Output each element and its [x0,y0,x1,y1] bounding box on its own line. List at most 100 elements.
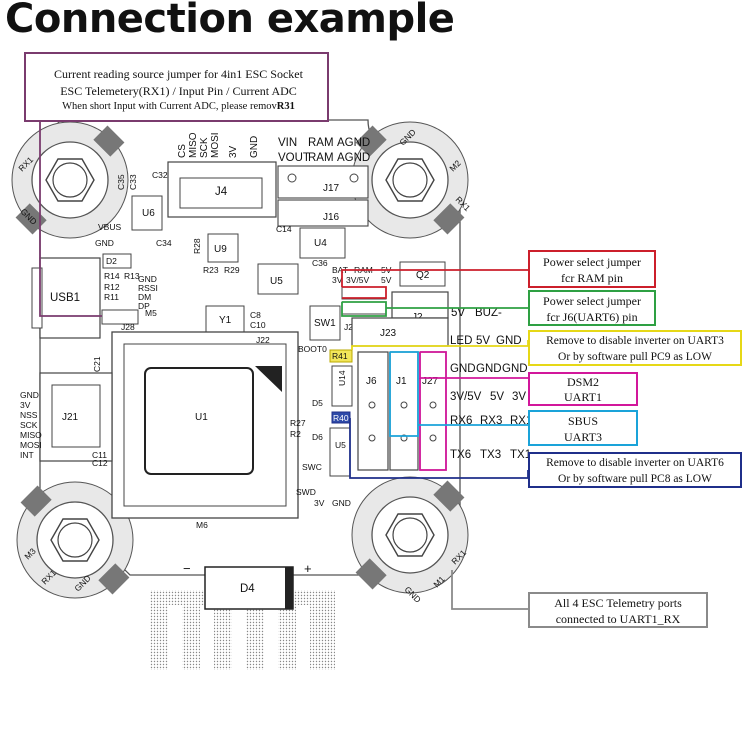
silkscreen-label: GND [95,238,114,248]
silkscreen-label: Q2 [416,270,430,281]
j4-pin-label: SCK [199,137,210,158]
callout-j6-power: Power select jumper fcr J6(UART6) pin [528,290,656,326]
silkscreen-label: + [304,561,312,576]
silkscreen-label: 3V [314,498,325,508]
silkscreen-label: INT [20,450,34,460]
silkscreen-label: U5 [335,440,346,450]
silkscreen-label: R27 [290,418,306,428]
silkscreen-label: C36 [312,258,328,268]
silkscreen-label: BOOT0 [298,344,327,354]
silkscreen-label: 3V [20,400,31,410]
mcu-u1: U1 J22 [111,331,299,519]
silkscreen-label: C32 [152,170,168,180]
silkscreen-label: 5V [451,307,465,319]
j4-pin-label: GND [249,136,260,158]
silkscreen-label: U5 [270,276,283,287]
silkscreen-label: GND [502,363,528,375]
silkscreen-label: RX1 [510,415,532,427]
silkscreen-label: GND [138,274,157,284]
silkscreen-label: J23 [380,328,397,339]
silkscreen-label: D6 [312,432,323,442]
silkscreen-label: M5 [145,308,157,318]
silkscreen-label: GND [476,363,502,375]
silkscreen-label: U9 [214,244,227,255]
silkscreen-label: D2 [106,256,117,266]
j4-pin-label: MOSI [210,132,221,158]
silkscreen-label: U6 [142,208,155,219]
silkscreen-label: GND [450,363,476,375]
silkscreen-label: R11 [104,292,119,302]
silkscreen-label: LED [450,335,472,347]
silkscreen-label: VBUS [98,222,121,232]
j4-pin-label: 3V [228,145,239,158]
silkscreen-label: USB1 [50,292,80,304]
silkscreen-label: TX6 [450,449,471,461]
silkscreen-label: C12 [92,458,108,468]
silkscreen-label: U14 [337,370,347,386]
silkscreen-label: BUZ- [475,307,502,319]
silkscreen-label: U1 [195,412,208,423]
silkscreen-label: SW1 [314,318,336,329]
silkscreen-label: C14 [276,224,292,234]
silkscreen-label: R40 [333,413,349,423]
silkscreen-label: R13 [124,271,140,281]
silkscreen-label: VIN [278,137,297,149]
silkscreen-label: SCK [20,420,38,430]
silkscreen-label: U4 [314,238,327,249]
silkscreen-label: 3V [512,391,526,403]
silkscreen-label: SWC [302,462,322,472]
silkscreen-label: NSS [20,410,38,420]
callout-esc-telemetry: All 4 ESC Telemetry ports connected to U… [528,592,708,628]
silkscreen-label: J17 [323,183,340,194]
silkscreen-label: R14 [104,271,120,281]
silkscreen-label: C21 [92,356,102,372]
silkscreen-label: TX3 [480,449,501,461]
silkscreen-label: D4 [240,583,255,595]
silkscreen-label: AGND [337,137,370,149]
silkscreen-label: RX3 [480,415,502,427]
silkscreen-label: VOUT [278,152,310,164]
silkscreen-label: J4 [215,186,228,198]
silkscreen-label: 3V/5V [450,391,482,403]
silkscreen-label: C10 [250,320,266,330]
silkscreen-label: C8 [250,310,261,320]
silkscreen-label: DP [138,301,150,311]
silkscreen-label: C34 [156,238,172,248]
silkscreen-label: GND [20,390,39,400]
corner-mounts [11,121,469,599]
silkscreen-label: J29 [344,322,358,332]
page-title: Connection example [5,0,455,42]
callout-current-jumper: Current reading source jumper for 4in1 E… [24,52,329,122]
silkscreen-label: R2 [290,429,301,439]
silkscreen-label: SWD [296,487,316,497]
silkscreen-label: MISO [20,430,42,440]
silkscreen-label: MOSI [20,440,42,450]
silkscreen-label: 5V [490,391,504,403]
silkscreen-label: RAM [308,152,334,164]
silkscreen-label: RSSI [138,283,158,293]
callout-ram-power: Power select jumper fcr RAM pin [528,250,656,288]
silkscreen-label: J1 [396,376,407,387]
callout-uart3-inverter: Remove to disable inverter on UART3 Or b… [528,330,742,366]
callout-uart6-inverter: Remove to disable inverter on UART6 Or b… [528,452,742,488]
silkscreen-label: AGND [337,152,370,164]
silkscreen-label: J16 [323,212,340,223]
silkscreen-label: 5V [476,335,490,347]
silkscreen-label: R23 [203,265,219,275]
silkscreen-label: R29 [224,265,240,275]
silkscreen-label: GND [496,335,522,347]
silkscreen-label: M6 [196,520,208,530]
silkscreen-label: J22 [256,335,270,345]
silkscreen-label: DM [138,292,151,302]
silkscreen-label: − [183,561,191,576]
callout-lines [39,122,529,610]
silkscreen-label: J27 [422,376,439,387]
silkscreen-label: RX6 [450,415,472,427]
silkscreen-label: 3V [332,275,343,285]
silkscreen-label: RAM [308,137,334,149]
silkscreen-label: J28 [121,322,135,332]
silkscreen-label: BAT [332,265,348,275]
silkscreen-label: J21 [62,412,79,423]
